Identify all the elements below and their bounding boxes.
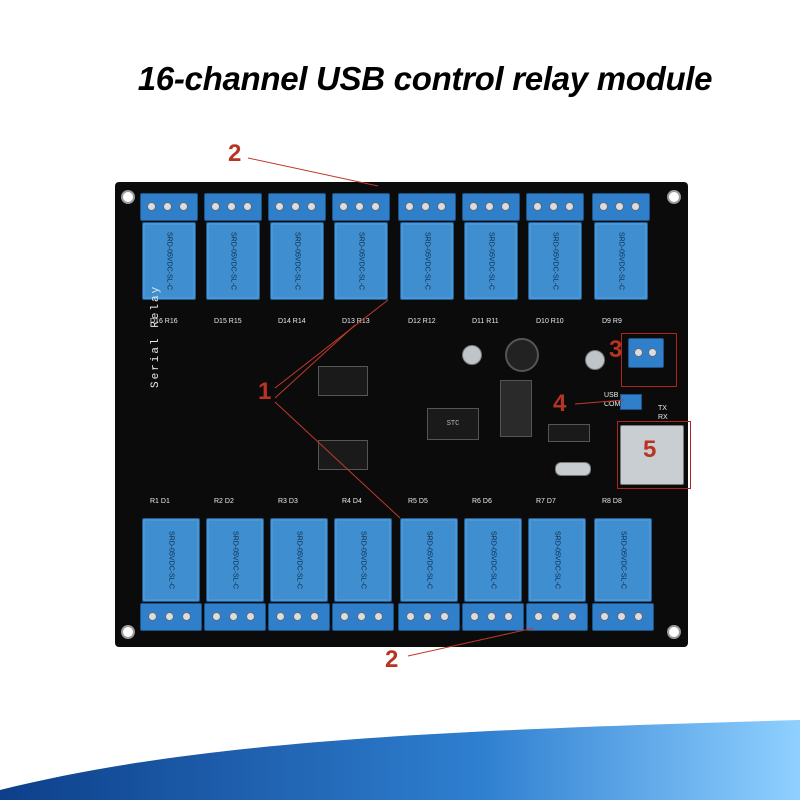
bottom-relay: SRD-05VDC-SL-C [594,518,652,602]
mcu-chip-label: STC [446,420,460,428]
bottom-relay-silk: R2 D2 [214,498,234,505]
bottom-relay: SRD-05VDC-SL-C [334,518,392,602]
power-terminal-highlight [621,333,677,387]
usb-label: USB [604,392,619,399]
voltage-regulator [500,380,532,437]
top-relay: SRD-05VDC-SL-C [206,222,260,300]
top-relay: SRD-05VDC-SL-C [400,222,454,300]
relay-label: SRD-05VDC-SL-C [295,531,303,589]
tx-label: TX [658,405,667,412]
relay-label: SRD-05VDC-SL-C [551,232,559,290]
top-relay-silk: D10 R10 [536,318,564,325]
relay-label: SRD-05VDC-SL-C [167,531,175,589]
ic-chip-upper [318,366,368,396]
callout-5: 5 [643,436,657,463]
bottom-terminal-block [592,603,654,631]
callout-2-top: 2 [228,140,242,167]
mount-hole-bottom-left [121,625,135,639]
callout-3: 3 [609,336,623,363]
jumper-header [620,394,642,410]
bottom-relay: SRD-05VDC-SL-C [464,518,522,602]
ic-chip-lower [318,440,368,470]
relay-label: SRD-05VDC-SL-C [619,531,627,589]
usb-port [620,425,684,485]
mcu-chip: STC [427,408,479,440]
bottom-relay-silk: R6 D6 [472,498,492,505]
rx-label: RX [658,414,668,421]
callout-4: 4 [553,390,567,417]
bottom-terminal-block [526,603,588,631]
relay-label: SRD-05VDC-SL-C [487,232,495,290]
relay-label: SRD-05VDC-SL-C [293,232,301,290]
top-terminal-block [204,193,262,221]
top-relay: SRD-05VDC-SL-C [334,222,388,300]
relay-label: SRD-05VDC-SL-C [359,531,367,589]
top-terminal-block [332,193,390,221]
bottom-relay: SRD-05VDC-SL-C [400,518,458,602]
usb-port-highlight [617,421,691,489]
capacitor-small-left [462,345,482,365]
callout-1: 1 [258,378,272,405]
relay-label: SRD-05VDC-SL-C [231,531,239,589]
top-relay: SRD-05VDC-SL-C [464,222,518,300]
top-relay: SRD-05VDC-SL-C [270,222,324,300]
relay-label: SRD-05VDC-SL-C [229,232,237,290]
bottom-relay: SRD-05VDC-SL-C [142,518,200,602]
top-relay: SRD-05VDC-SL-C [594,222,648,300]
top-terminal-block [268,193,326,221]
bottom-terminal-block [204,603,266,631]
bottom-relay-silk: R8 D8 [602,498,622,505]
crystal [555,462,591,476]
bottom-relay-silk: R4 D4 [342,498,362,505]
bottom-terminal-block [398,603,460,631]
bottom-relay: SRD-05VDC-SL-C [270,518,328,602]
mount-hole-top-left [121,190,135,204]
top-relay: SRD-05VDC-SL-C [528,222,582,300]
relay-label: SRD-05VDC-SL-C [357,232,365,290]
top-terminal-block [398,193,456,221]
top-terminal-block [462,193,520,221]
bottom-relay-silk: R5 D5 [408,498,428,505]
power-terminal [628,338,664,368]
relay-label: SRD-05VDC-SL-C [165,232,173,290]
relay-label: SRD-05VDC-SL-C [617,232,625,290]
relay-label: SRD-05VDC-SL-C [489,531,497,589]
mount-hole-bottom-right [667,625,681,639]
callout-2-bottom: 2 [385,646,399,673]
mount-hole-top-right [667,190,681,204]
bottom-relay-silk: R3 D3 [278,498,298,505]
bottom-relay-silk: R1 D1 [150,498,170,505]
capacitor-small-right [585,350,605,370]
top-terminal-block [592,193,650,221]
top-relay-silk: D9 R9 [602,318,622,325]
board-silkscreen-label: Serial Relay [150,284,162,388]
top-relay-silk: D12 R12 [408,318,436,325]
relay-label: SRD-05VDC-SL-C [553,531,561,589]
bottom-relay: SRD-05VDC-SL-C [528,518,586,602]
bottom-terminal-block [140,603,202,631]
decorative-wave [0,720,800,800]
top-relay-silk: D13 R13 [342,318,370,325]
top-terminal-block [140,193,198,221]
bottom-terminal-block [462,603,524,631]
capacitor-large [505,338,539,372]
bottom-relay-silk: R7 D7 [536,498,556,505]
bottom-terminal-block [332,603,394,631]
top-relay: SRD-05VDC-SL-C [142,222,196,300]
bottom-relay: SRD-05VDC-SL-C [206,518,264,602]
top-relay-silk: D11 R11 [472,318,499,325]
top-relay-silk: D14 R14 [278,318,306,325]
ic-chip-right [548,424,590,442]
top-relay-silk: D16 R16 [150,318,178,325]
page-title: 16-channel USB control relay module [137,60,713,97]
bottom-terminal-block [268,603,330,631]
com-label: COM [604,401,621,408]
relay-label: SRD-05VDC-SL-C [423,232,431,290]
top-relay-silk: D15 R15 [214,318,242,325]
relay-label: SRD-05VDC-SL-C [425,531,433,589]
top-terminal-block [526,193,584,221]
